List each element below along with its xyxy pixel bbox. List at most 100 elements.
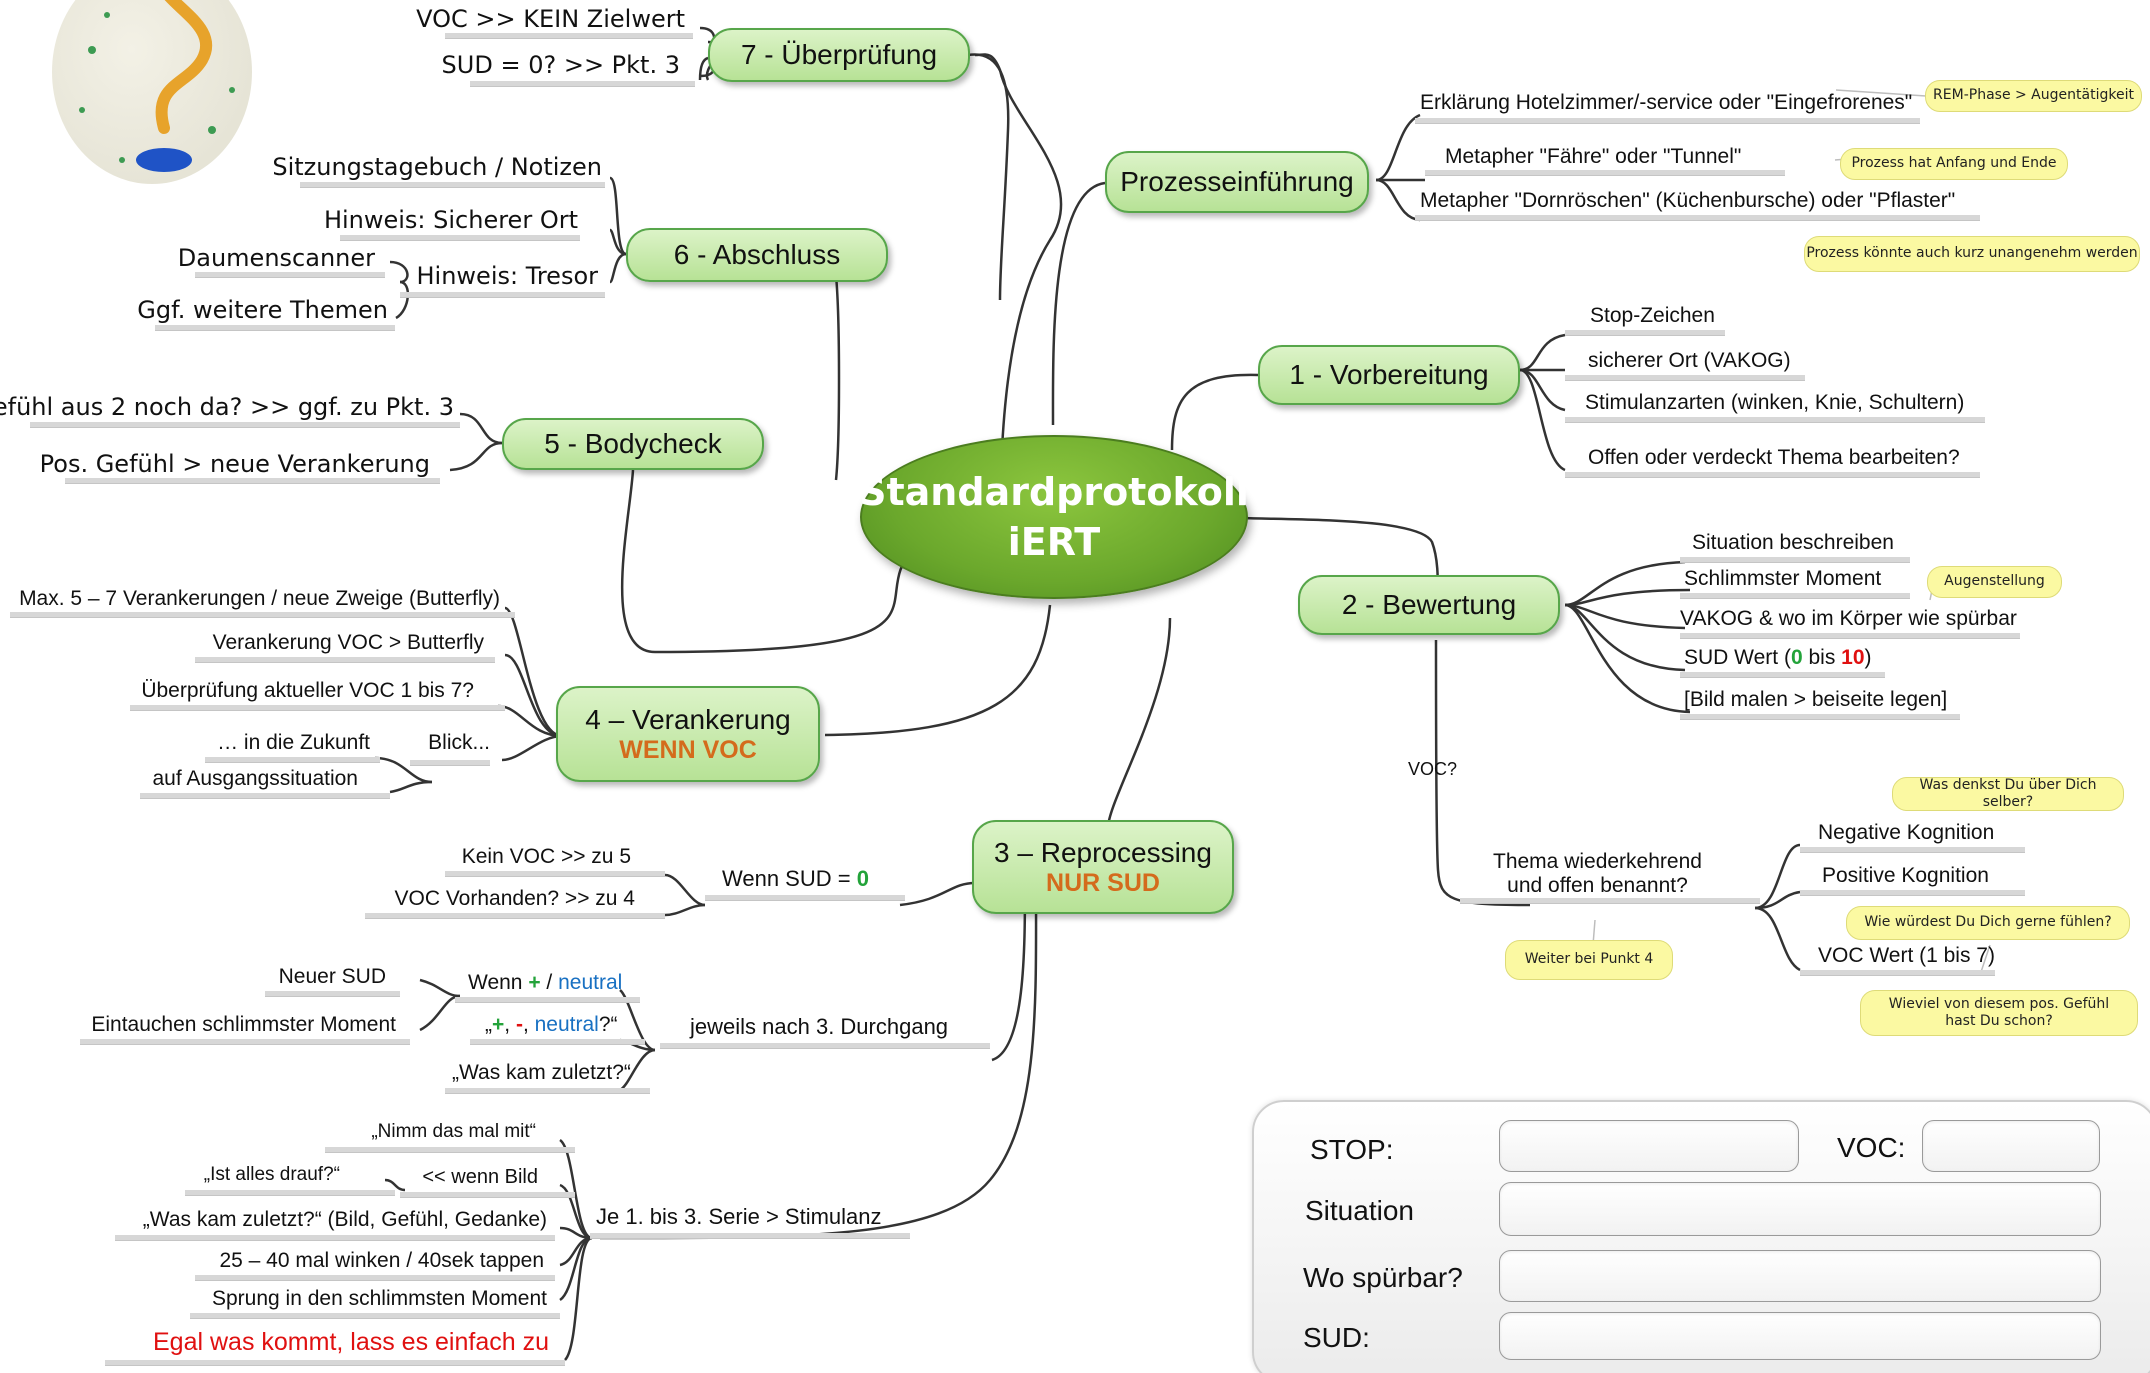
node-prozesseinfuehrung[interactable]: Prozesseinführung [1105,151,1369,213]
callout-weiter-punkt-4: Weiter bei Punkt 4 [1505,940,1673,980]
label-wenn-plus-neutral: Wenn + / neutral [468,972,622,993]
underline [445,33,693,39]
pmn-neutral: neutral [534,1013,599,1036]
node-1-label: 1 - Vorbereitung [1289,359,1489,391]
underline [400,292,605,298]
sud-max: 10 [1841,646,1865,669]
label-dornroeschen: Metapher "Dornröschen" (Küchenbursche) o… [1420,189,1956,212]
label-positive-kognition: Positive Kognition [1822,864,1989,887]
form-label-voc: VOC: [1837,1132,1906,1163]
slash: / [540,971,559,994]
label-nimm-das-mal-mit: „Nimm das mal mit“ [371,1121,536,1142]
underline [1460,898,1760,904]
pmn-comma: , [504,1013,516,1036]
label-situation-beschreiben: Situation beschreiben [1692,531,1894,554]
label-wenn-bild: << wenn Bild [422,1166,538,1188]
sud-prefix: SUD Wert ( [1684,646,1791,669]
label-in-die-zukunft: … in die Zukunft [217,731,370,754]
node-6-abschluss[interactable]: 6 - Abschluss [626,228,888,282]
pmn-comma2: , [522,1013,535,1036]
underline [1565,417,1985,423]
pmn-close: ?“ [598,1013,618,1036]
stop-field[interactable] [1499,1120,1799,1172]
node-4-verankerung[interactable]: 4 – Verankerung WENN VOC [556,686,820,782]
pmn-minus: - [515,1013,523,1036]
callout-rem-phase: REM-Phase > Augentätigkeit [1925,80,2142,112]
underline [1680,633,2020,639]
label-hinweis-sicherer-ort: Hinweis: Sicherer Ort [323,206,578,234]
central-topic-line-2: iERT [1007,520,1101,564]
label-ueberpruefung-voc: Überprüfung aktueller VOC 1 bis 7? [141,679,474,702]
label-offen-verdeckt: Offen oder verdeckt Thema bearbeiten? [1588,446,1960,469]
label-voc-wert: VOC Wert (1 bis 7) [1818,944,1995,967]
label-was-kam-zuletzt-1: „Was kam zuletzt?“ [452,1061,631,1084]
label-max-verankerungen: Max. 5 – 7 Verankerungen / neue Zweige (… [19,587,500,610]
underline [325,1147,575,1153]
underline [590,1233,910,1239]
underline [410,760,490,766]
node-5-bodycheck[interactable]: 5 - Bodycheck [502,418,764,470]
wenn-sud-value: 0 [856,866,869,891]
node-2-bewertung[interactable]: 2 - Bewertung [1298,575,1560,635]
sud-suffix: ) [1864,646,1872,669]
wo-spuerbar-field[interactable] [1499,1250,2101,1302]
label-schlimmster-moment: Schlimmster Moment [1684,567,1882,590]
underline [65,478,440,484]
central-topic[interactable]: Standardprotokoll iERT [859,435,1249,599]
label-alles-drauf: „Ist alles drauf?“ [203,1164,340,1185]
sud-mid: bis [1802,646,1842,669]
label-was-kam-zuletzt-2: „Was kam zuletzt?“ (Bild, Gefühl, Gedank… [142,1208,547,1231]
wenn-text: Wenn [468,971,529,994]
underline [130,705,505,711]
situation-field[interactable] [1499,1182,2101,1236]
sud-field[interactable] [1499,1312,2101,1360]
node-1-vorbereitung[interactable]: 1 - Vorbereitung [1258,345,1520,405]
underline [300,182,605,188]
label-bild-malen: [Bild malen > beiseite legen] [1684,688,1948,711]
neutral-text: neutral [558,971,623,994]
voc-field[interactable] [1922,1120,2100,1172]
node-7-label: 7 - Überprüfung [740,39,938,71]
underline [340,235,580,241]
label-voc-kein-zielwert: VOC >> KEIN Zielwert [416,5,685,33]
label-winken-tappen: 25 – 40 mal winken / 40sek tappen [219,1249,544,1272]
form-label-wo-spuerbar: Wo spürbar? [1303,1262,1463,1293]
underline [195,272,385,278]
underline [190,1313,560,1319]
underline [1800,890,2025,896]
label-neuer-sud: Neuer SUD [278,965,386,988]
underline [1565,375,1805,381]
node-4-condition: WENN VOC [619,735,757,764]
node-5-label: 5 - Bodycheck [544,428,722,460]
underline [1415,118,1920,124]
pmn-plus: + [492,1013,505,1036]
underline [1425,170,1785,176]
node-2-label: 2 - Bewertung [1341,589,1517,621]
pmn-open: „ [485,1013,492,1036]
underline [1800,847,2025,853]
plus-sign: + [528,971,541,994]
callout-augenstellung: Augenstellung [1927,566,2062,598]
label-pos-gefuehl: Pos. Gefühl > neue Verankerung [39,450,430,478]
label-thema-wiederkehrend: Thema wiederkehrend und offen benannt? [1493,850,1702,898]
underline [1680,593,1910,599]
underline [1565,472,1980,478]
form-label-stop: STOP: [1310,1134,1394,1165]
label-blick: Blick... [428,731,490,754]
label-faehre-tunnel: Metapher "Fähre" oder "Tunnel" [1445,145,1742,168]
underline [455,997,640,1003]
label-sicherer-ort: sicherer Ort (VAKOG) [1588,349,1791,372]
label-wenn-sud-0: Wenn SUD = 0 [722,868,869,890]
central-topic-line-1: Standardprotokoll [859,469,1249,514]
node-prozess-label: Prozesseinführung [1120,166,1354,198]
underline [115,1235,555,1241]
wenn-sud-text: Wenn SUD = [722,866,857,891]
underline [445,871,665,877]
underline [470,1039,645,1045]
label-sud-null: SUD = 0? >> Pkt. 3 [441,51,680,79]
node-7-ueberpruefung[interactable]: 7 - Überprüfung [708,28,970,82]
label-plus-minus-neutral: „+, -, neutral?“ [485,1014,618,1035]
node-3-reprocessing[interactable]: 3 – Reprocessing NUR SUD [972,820,1234,914]
label-stop-zeichen: Stop-Zeichen [1590,304,1715,327]
